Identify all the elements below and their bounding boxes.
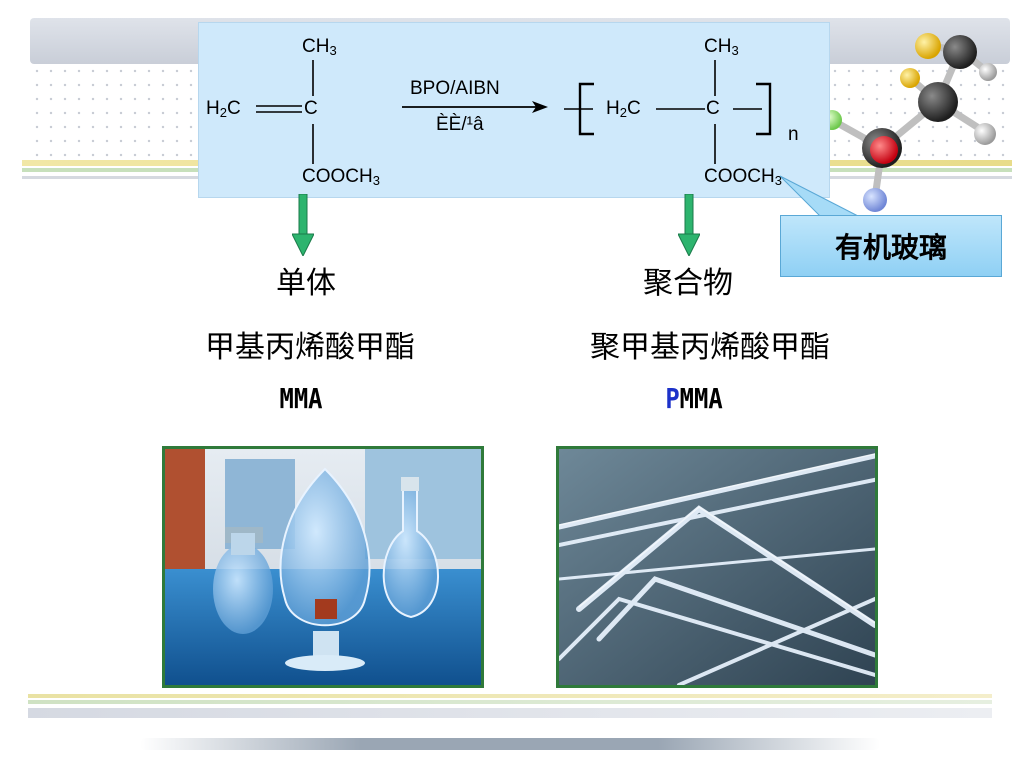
reaction-arrow — [402, 101, 548, 113]
polymer-category: 聚合物 — [643, 266, 733, 301]
monomer-abbreviation: MMA — [279, 382, 323, 415]
acrylic-rods-photo — [556, 446, 878, 688]
polymer-left-group: H2C — [606, 98, 641, 120]
molecule-model-icon — [822, 33, 997, 212]
polymer-abbreviation-rest: MMA — [679, 382, 723, 415]
callout-label: 有机玻璃 — [780, 215, 1002, 277]
monomer-center-atom: C — [304, 98, 318, 119]
monomer-left-group: H2C — [206, 98, 241, 120]
polymer-top-group: CH3 — [704, 36, 739, 58]
left-bracket — [578, 82, 594, 136]
monomer-name: 甲基丙烯酸甲酯 — [205, 330, 415, 365]
monomer-category: 单体 — [276, 266, 336, 301]
polymer-prefix: P — [665, 382, 680, 415]
reaction-bonds — [256, 60, 772, 164]
acrylic-rods-image — [559, 449, 875, 685]
down-arrow-icon — [678, 194, 700, 256]
polymer-bottom-group: COOCH3 — [704, 166, 782, 188]
down-arrow-icon — [292, 194, 314, 256]
polymer-abbreviation: PMMA — [626, 382, 762, 415]
footer-band — [140, 738, 880, 750]
glassware-photo — [162, 446, 484, 688]
reaction-condition: ÈÈ/¹â — [436, 114, 484, 135]
polymer-repeat-index: n — [788, 124, 799, 145]
polymer-name: 聚甲基丙烯酸甲酯 — [590, 330, 830, 365]
polymer-center-atom: C — [706, 98, 720, 119]
monomer-bottom-group: COOCH3 — [302, 166, 380, 188]
reaction-catalyst: BPO/AIBN — [410, 78, 500, 99]
footer-stripe — [28, 694, 992, 698]
footer-stripe — [28, 700, 992, 704]
glassware-image — [165, 449, 481, 685]
right-bracket — [756, 82, 772, 136]
footer-stripe — [28, 708, 992, 718]
monomer-top-group: CH3 — [302, 36, 337, 58]
reaction-equation-panel — [198, 22, 830, 198]
